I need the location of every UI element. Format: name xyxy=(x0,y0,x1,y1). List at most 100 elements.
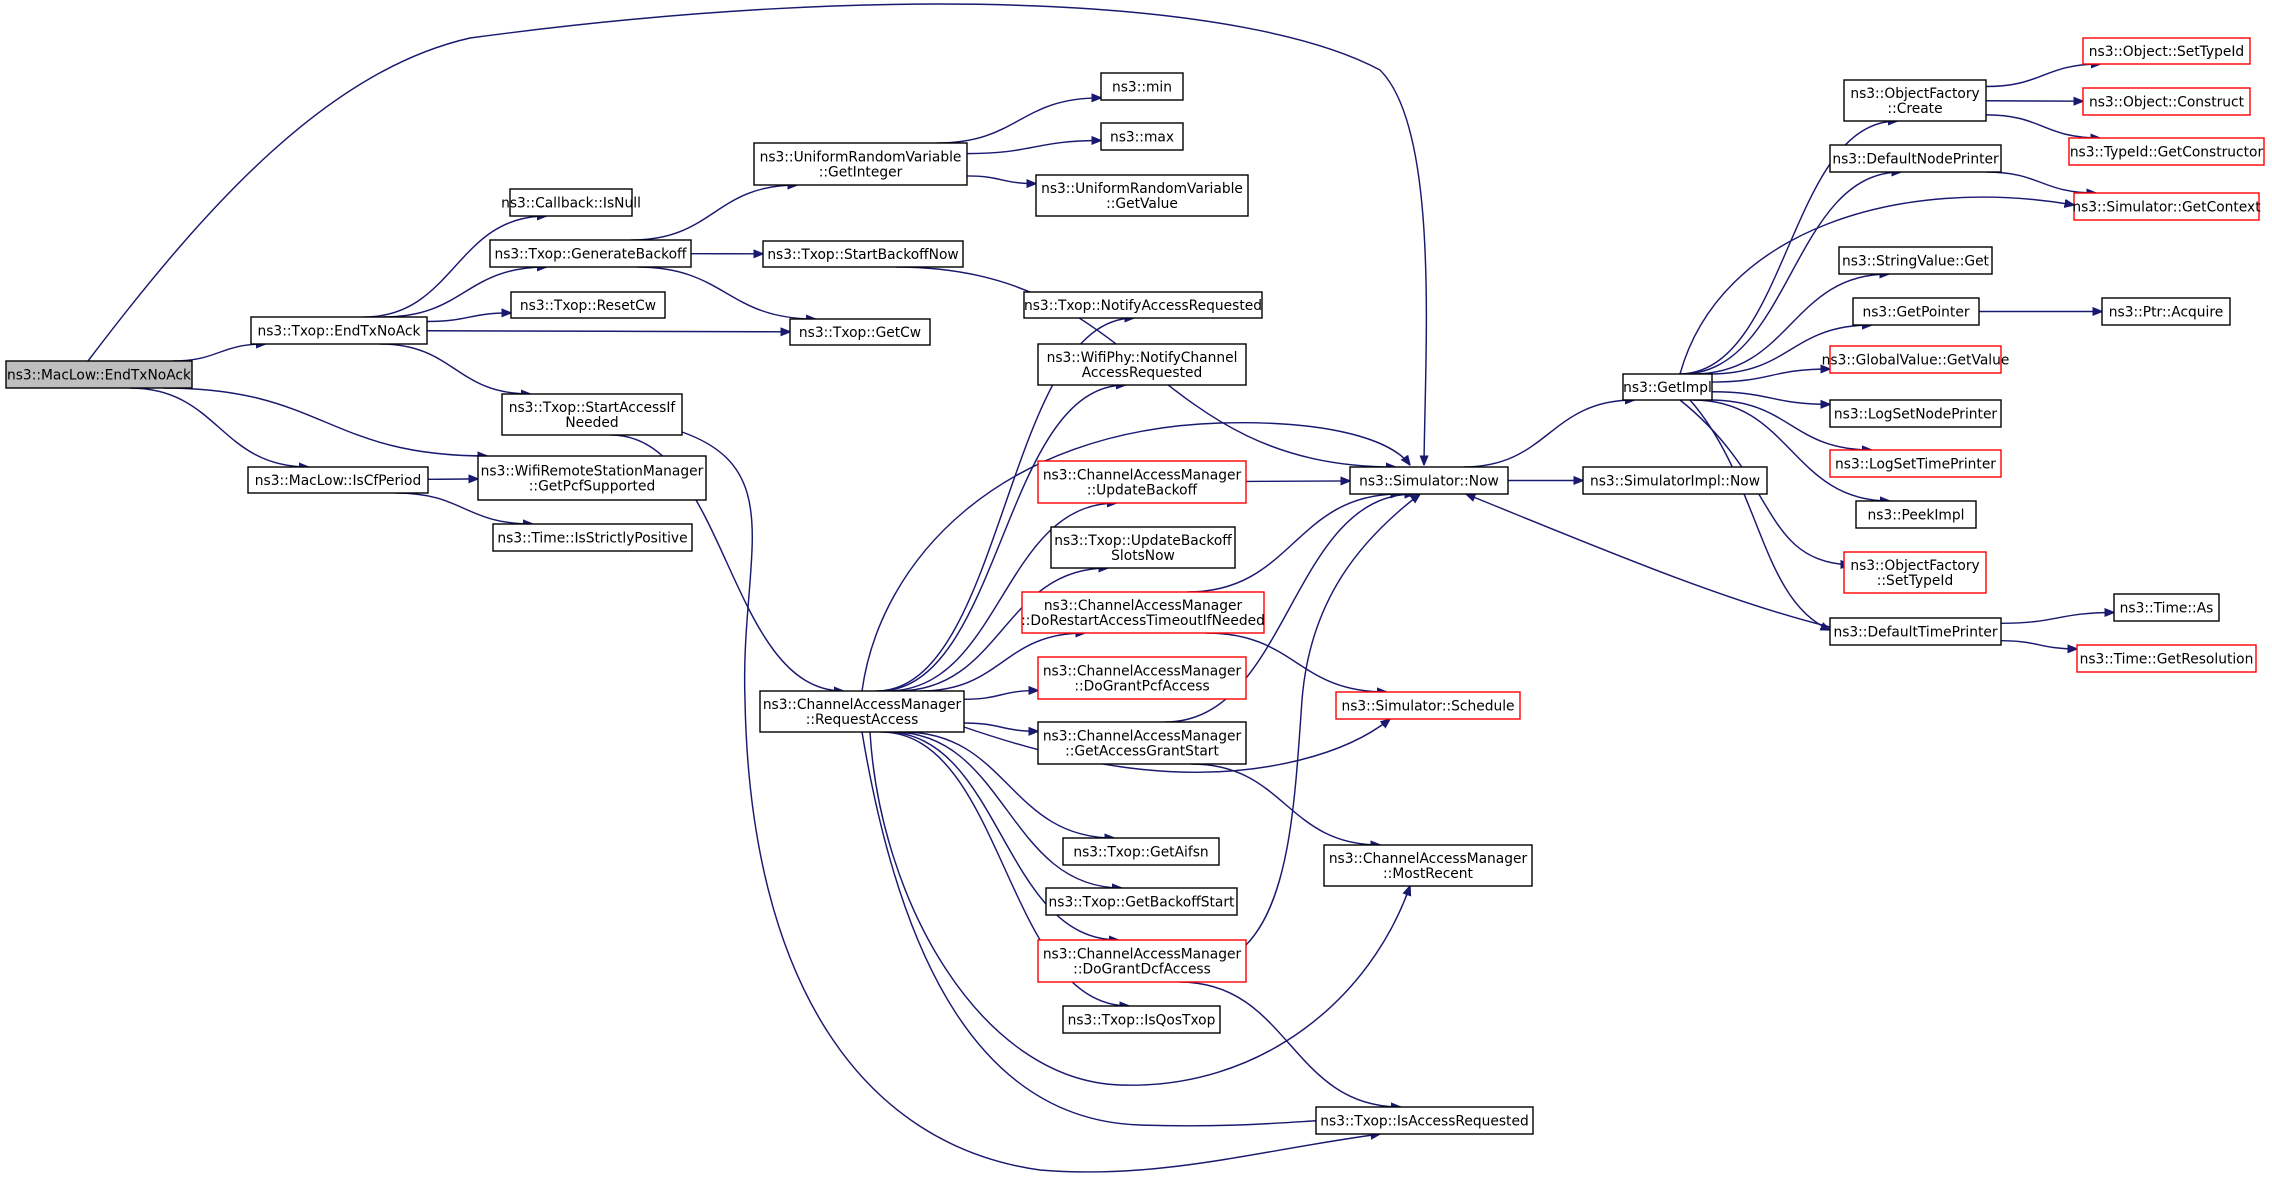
edge-cam-requestaccess-to-txop-notifyaccess xyxy=(876,318,1134,692)
node-box xyxy=(1855,500,1977,529)
node-label: ns3::ChannelAccessManager xyxy=(1043,664,1242,680)
node-cam-dograntpcf[interactable]: ns3::ChannelAccessManager::DoGrantPcfAcc… xyxy=(1037,656,1247,700)
node-logsettimeprinter[interactable]: ns3::LogSetTimePrinter xyxy=(1829,449,2002,478)
node-txop-isaccessreq[interactable]: ns3::Txop::IsAccessRequested xyxy=(1315,1106,1534,1135)
node-label: ns3::GetImpl xyxy=(1623,380,1712,396)
node-label: ns3::Callback::IsNull xyxy=(501,196,641,212)
edge-sim-now-to-getimpl xyxy=(1463,400,1634,468)
node-label: ::DoGrantDcfAccess xyxy=(1073,962,1211,978)
node-globalvalue-getvalue[interactable]: ns3::GlobalValue::GetValue xyxy=(1822,345,2010,374)
node-box xyxy=(1622,373,1713,401)
node-box xyxy=(250,316,428,345)
edge-cam-requestaccess-to-cam-dorestart xyxy=(920,633,1085,692)
node-label: ns3::Txop::IsQosTxop xyxy=(1068,1013,1216,1029)
node-ns3-max[interactable]: ns3::max xyxy=(1100,122,1184,151)
edge-urv-getinteger-to-urv-getvalue xyxy=(966,175,1036,184)
node-txop-endtxnoack[interactable]: ns3::Txop::EndTxNoAck xyxy=(250,316,428,345)
node-box xyxy=(2082,87,2251,116)
node-label: ns3::UniformRandomVariable xyxy=(1041,181,1243,197)
node-typeid-getconstructor[interactable]: ns3::TypeId::GetConstructor xyxy=(2068,137,2265,166)
node-box xyxy=(753,142,968,186)
node-sim-getcontext[interactable]: ns3::Simulator::GetContext xyxy=(2072,192,2261,221)
node-defaulttimeprinter[interactable]: ns3::DefaultTimePrinter xyxy=(1829,617,2002,646)
edge-txop-startaccess-to-cam-requestaccess xyxy=(610,434,844,691)
node-txop-startbackoffnow[interactable]: ns3::Txop::StartBackoffNow xyxy=(762,240,964,268)
node-txop-resetcw[interactable]: ns3::Txop::ResetCw xyxy=(510,291,666,319)
node-cam-mostrecent[interactable]: ns3::ChannelAccessManager::MostRecent xyxy=(1323,844,1533,887)
node-root[interactable]: ns3::MacLow::EndTxNoAck xyxy=(5,360,193,389)
edge-root-to-txop-endtxnoack xyxy=(172,344,266,362)
node-wifiphy-notify[interactable]: ns3::WifiPhy::NotifyChannelAccessRequest… xyxy=(1037,343,1247,386)
node-label: ns3::ChannelAccessManager xyxy=(1044,598,1243,614)
node-objfactory-create[interactable]: ns3::ObjectFactory::Create xyxy=(1843,79,1987,122)
node-time-as[interactable]: ns3::Time::As xyxy=(2113,593,2220,622)
edge-cam-requestaccess-to-txop-isqos xyxy=(880,731,1130,1006)
edge-cam-getaccessgrant-to-sim-now xyxy=(1164,494,1414,723)
node-time-getresolution[interactable]: ns3::Time::GetResolution xyxy=(2076,644,2257,673)
edge-getimpl-to-logsetnodeprinter xyxy=(1711,391,1830,405)
node-cam-updatebackoff[interactable]: ns3::ChannelAccessManager::UpdateBackoff xyxy=(1037,460,1247,504)
edge-txop-endtxnoack-to-txop-startaccess xyxy=(379,343,531,394)
node-cam-dorestart[interactable]: ns3::ChannelAccessManager::DoRestartAcce… xyxy=(1021,591,1265,634)
node-urv-getinteger[interactable]: ns3::UniformRandomVariable::GetInteger xyxy=(753,142,968,186)
node-box xyxy=(1582,466,1768,495)
node-box xyxy=(1100,72,1184,101)
edge-cam-requestaccess-to-txop-updatebackoffslots xyxy=(897,568,1108,692)
node-wrsm-getpcf[interactable]: ns3::WifiRemoteStationManager::GetPcfSup… xyxy=(477,455,707,501)
node-txop-notifyaccess[interactable]: ns3::Txop::NotifyAccessRequested xyxy=(1023,291,1263,319)
node-sim-now[interactable]: ns3::Simulator::Now xyxy=(1349,466,1509,495)
node-box xyxy=(759,690,965,733)
node-simimpl-now[interactable]: ns3::SimulatorImpl::Now xyxy=(1582,466,1768,495)
node-box xyxy=(1035,174,1249,217)
edge-getimpl-to-getpointer xyxy=(1709,325,1872,375)
node-cam-requestaccess[interactable]: ns3::ChannelAccessManager::RequestAccess xyxy=(759,690,965,733)
node-box xyxy=(1315,1106,1534,1135)
node-cb-isnull[interactable]: ns3::Callback::IsNull xyxy=(501,188,641,217)
edge-txop-endtxnoack-to-cb-isnull xyxy=(363,216,546,318)
node-txop-isqos[interactable]: ns3::Txop::IsQosTxop xyxy=(1062,1005,1221,1034)
node-label: ::DoGrantPcfAccess xyxy=(1074,679,1209,695)
node-box xyxy=(1843,551,1987,594)
node-time-isstrict[interactable]: ns3::Time::IsStrictlyPositive xyxy=(492,523,693,552)
node-object-settypeid[interactable]: ns3::Object::SetTypeId xyxy=(2082,37,2251,65)
node-box xyxy=(1062,1005,1221,1034)
edge-cam-requestaccess-to-cam-dograntpcf xyxy=(963,690,1038,701)
node-label: ns3::ObjectFactory xyxy=(1850,86,1979,102)
node-label: Needed xyxy=(565,415,618,431)
node-maclow-iscf[interactable]: ns3::MacLow::IsCfPeriod xyxy=(247,466,429,494)
node-txop-getaifsn[interactable]: ns3::Txop::GetAifsn xyxy=(1062,837,1220,866)
node-label: ns3::SimulatorImpl::Now xyxy=(1590,474,1760,490)
edge-root-to-sim-now xyxy=(87,3,1426,465)
node-cam-dograntdcf[interactable]: ns3::ChannelAccessManager::DoGrantDcfAcc… xyxy=(1037,939,1247,983)
edge-root-to-maclow-iscf xyxy=(129,387,309,467)
node-objfactory-settypeid[interactable]: ns3::ObjectFactory::SetTypeId xyxy=(1843,551,1987,594)
node-txop-getcw[interactable]: ns3::Txop::GetCw xyxy=(789,318,931,346)
node-cam-getaccessgrant[interactable]: ns3::ChannelAccessManager::GetAccessGran… xyxy=(1037,721,1247,765)
node-ptr-acquire[interactable]: ns3::Ptr::Acquire xyxy=(2101,297,2231,326)
node-urv-getvalue[interactable]: ns3::UniformRandomVariable::GetValue xyxy=(1035,174,1249,217)
node-getpointer[interactable]: ns3::GetPointer xyxy=(1852,297,1980,326)
node-box xyxy=(1045,887,1238,916)
node-box xyxy=(2101,297,2231,326)
node-label: ns3::Txop::EndTxNoAck xyxy=(257,324,420,340)
node-logsetnodeprinter[interactable]: ns3::LogSetNodePrinter xyxy=(1829,399,2002,428)
edge-root-to-wrsm-getpcf xyxy=(163,387,487,456)
edge-getimpl-to-defaulttimeprinter xyxy=(1689,399,1830,630)
node-defaultnodeprinter[interactable]: ns3::DefaultNodePrinter xyxy=(1829,144,2002,173)
node-txop-genbackoff[interactable]: ns3::Txop::GenerateBackoff xyxy=(489,239,692,268)
node-label: ns3::Txop::GetCw xyxy=(799,325,921,341)
edge-cam-dograntdcf-to-sim-now xyxy=(1245,494,1420,946)
node-peekimpl[interactable]: ns3::PeekImpl xyxy=(1855,500,1977,529)
node-stringvalue-get[interactable]: ns3::StringValue::Get xyxy=(1838,246,1993,275)
node-getimpl[interactable]: ns3::GetImpl xyxy=(1622,373,1713,401)
edge-objfactory-create-to-typeid-getconstructor xyxy=(1985,114,2100,138)
node-box xyxy=(1349,466,1509,495)
node-object-construct[interactable]: ns3::Object::Construct xyxy=(2082,87,2251,116)
node-txop-getbackoffstart[interactable]: ns3::Txop::GetBackoffStart xyxy=(1045,887,1238,916)
node-ns3-min[interactable]: ns3::min xyxy=(1100,72,1184,101)
node-box xyxy=(1037,343,1247,386)
node-label: ns3::MacLow::IsCfPeriod xyxy=(255,473,421,489)
node-sim-schedule[interactable]: ns3::Simulator::Schedule xyxy=(1335,691,1521,720)
